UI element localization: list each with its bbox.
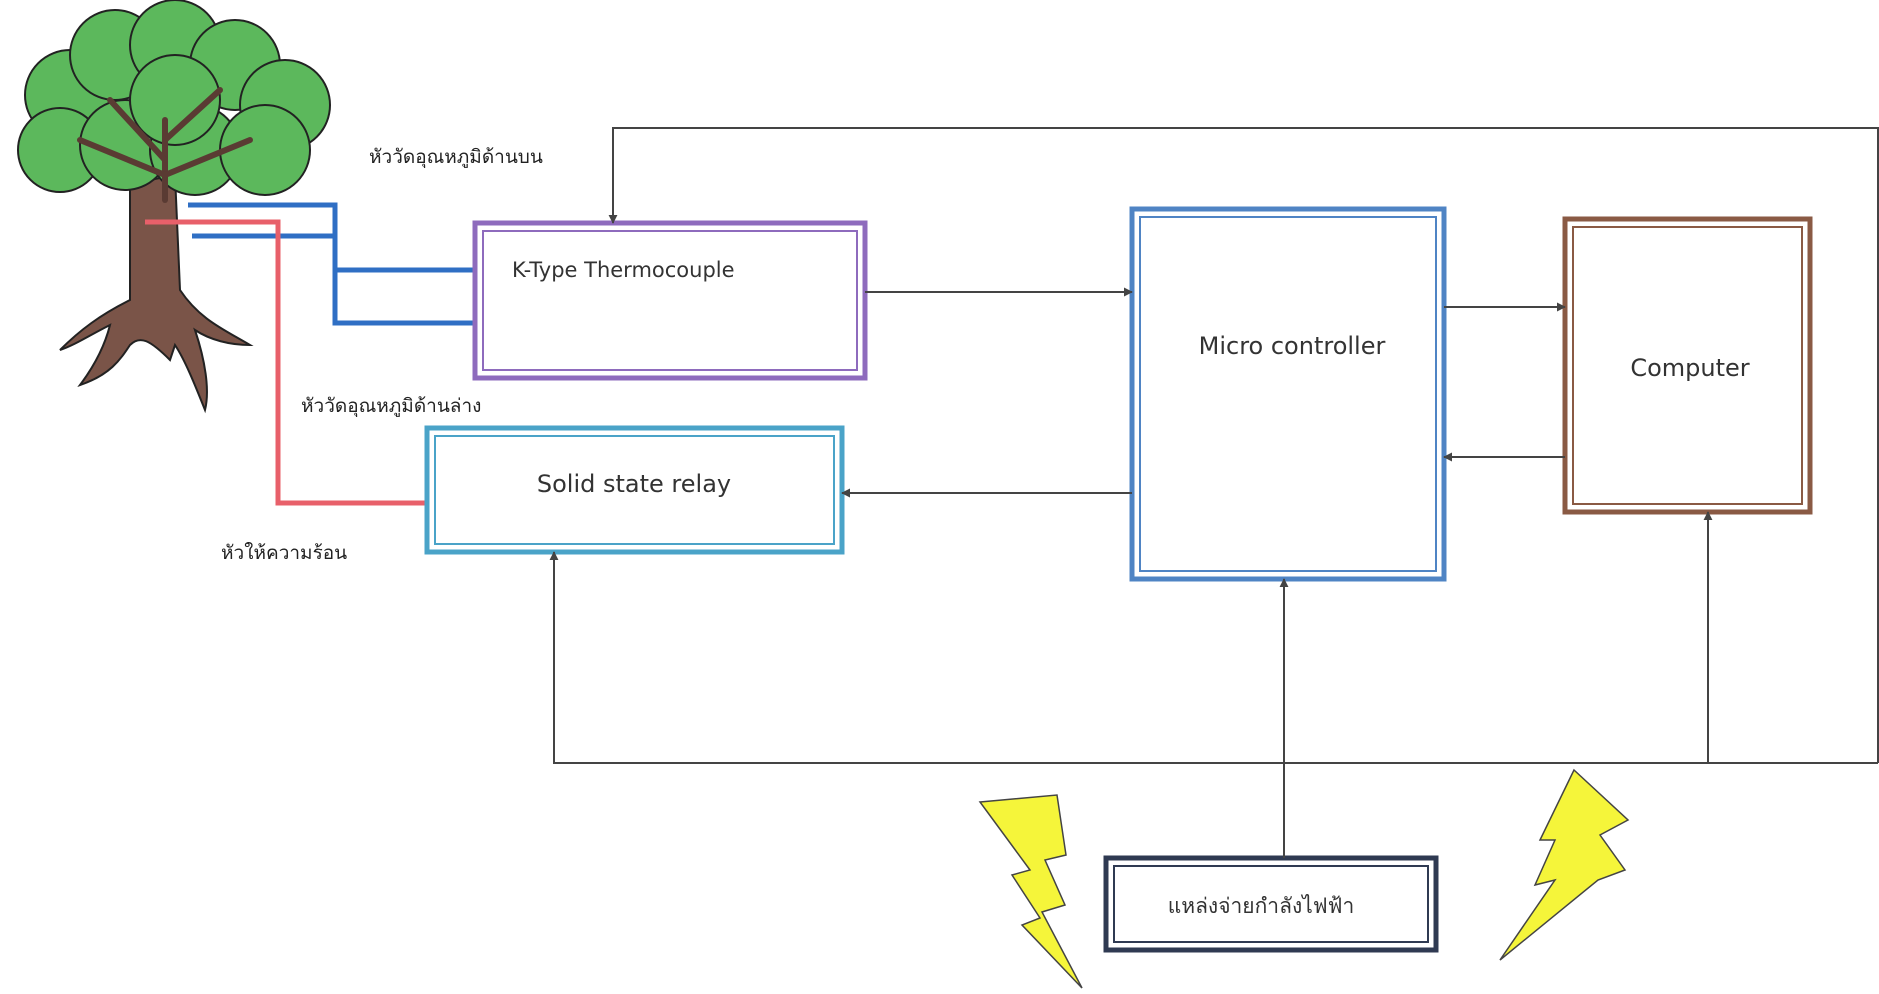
lightning-icon	[978, 794, 1083, 989]
relay-label: Solid state relay	[537, 470, 731, 498]
arrow-bus-to-relay	[549, 551, 1878, 764]
microcontroller-box: Micro controller	[1129, 206, 1447, 582]
power-supply-box: แหล่งจ่ายกำลังไฟฟ้า	[1103, 855, 1439, 953]
tree-icon	[17, 0, 331, 414]
arrow-loop-to-thermocouple	[608, 127, 1879, 763]
connectors	[549, 127, 1879, 858]
upper-probe-label: หัววัดอุณหภูมิด้านบน	[369, 146, 543, 169]
microcontroller-label: Micro controller	[1199, 332, 1386, 360]
probe-wires	[188, 202, 475, 326]
thermocouple-box: K-Type Thermocouple	[472, 220, 868, 381]
thermocouple-label: K-Type Thermocouple	[512, 258, 735, 282]
computer-label: Computer	[1630, 354, 1749, 382]
computer-box: Computer	[1562, 216, 1813, 515]
lightning-icon	[1499, 768, 1630, 961]
heater-label: หัวให้ความร้อน	[221, 542, 347, 564]
relay-box: Solid state relay	[424, 425, 845, 555]
power-supply-label: แหล่งจ่ายกำลังไฟฟ้า	[1168, 894, 1355, 918]
heater-wire	[145, 219, 427, 506]
lower-probe-label: หัววัดอุณหภูมิด้านล่าง	[301, 395, 481, 418]
